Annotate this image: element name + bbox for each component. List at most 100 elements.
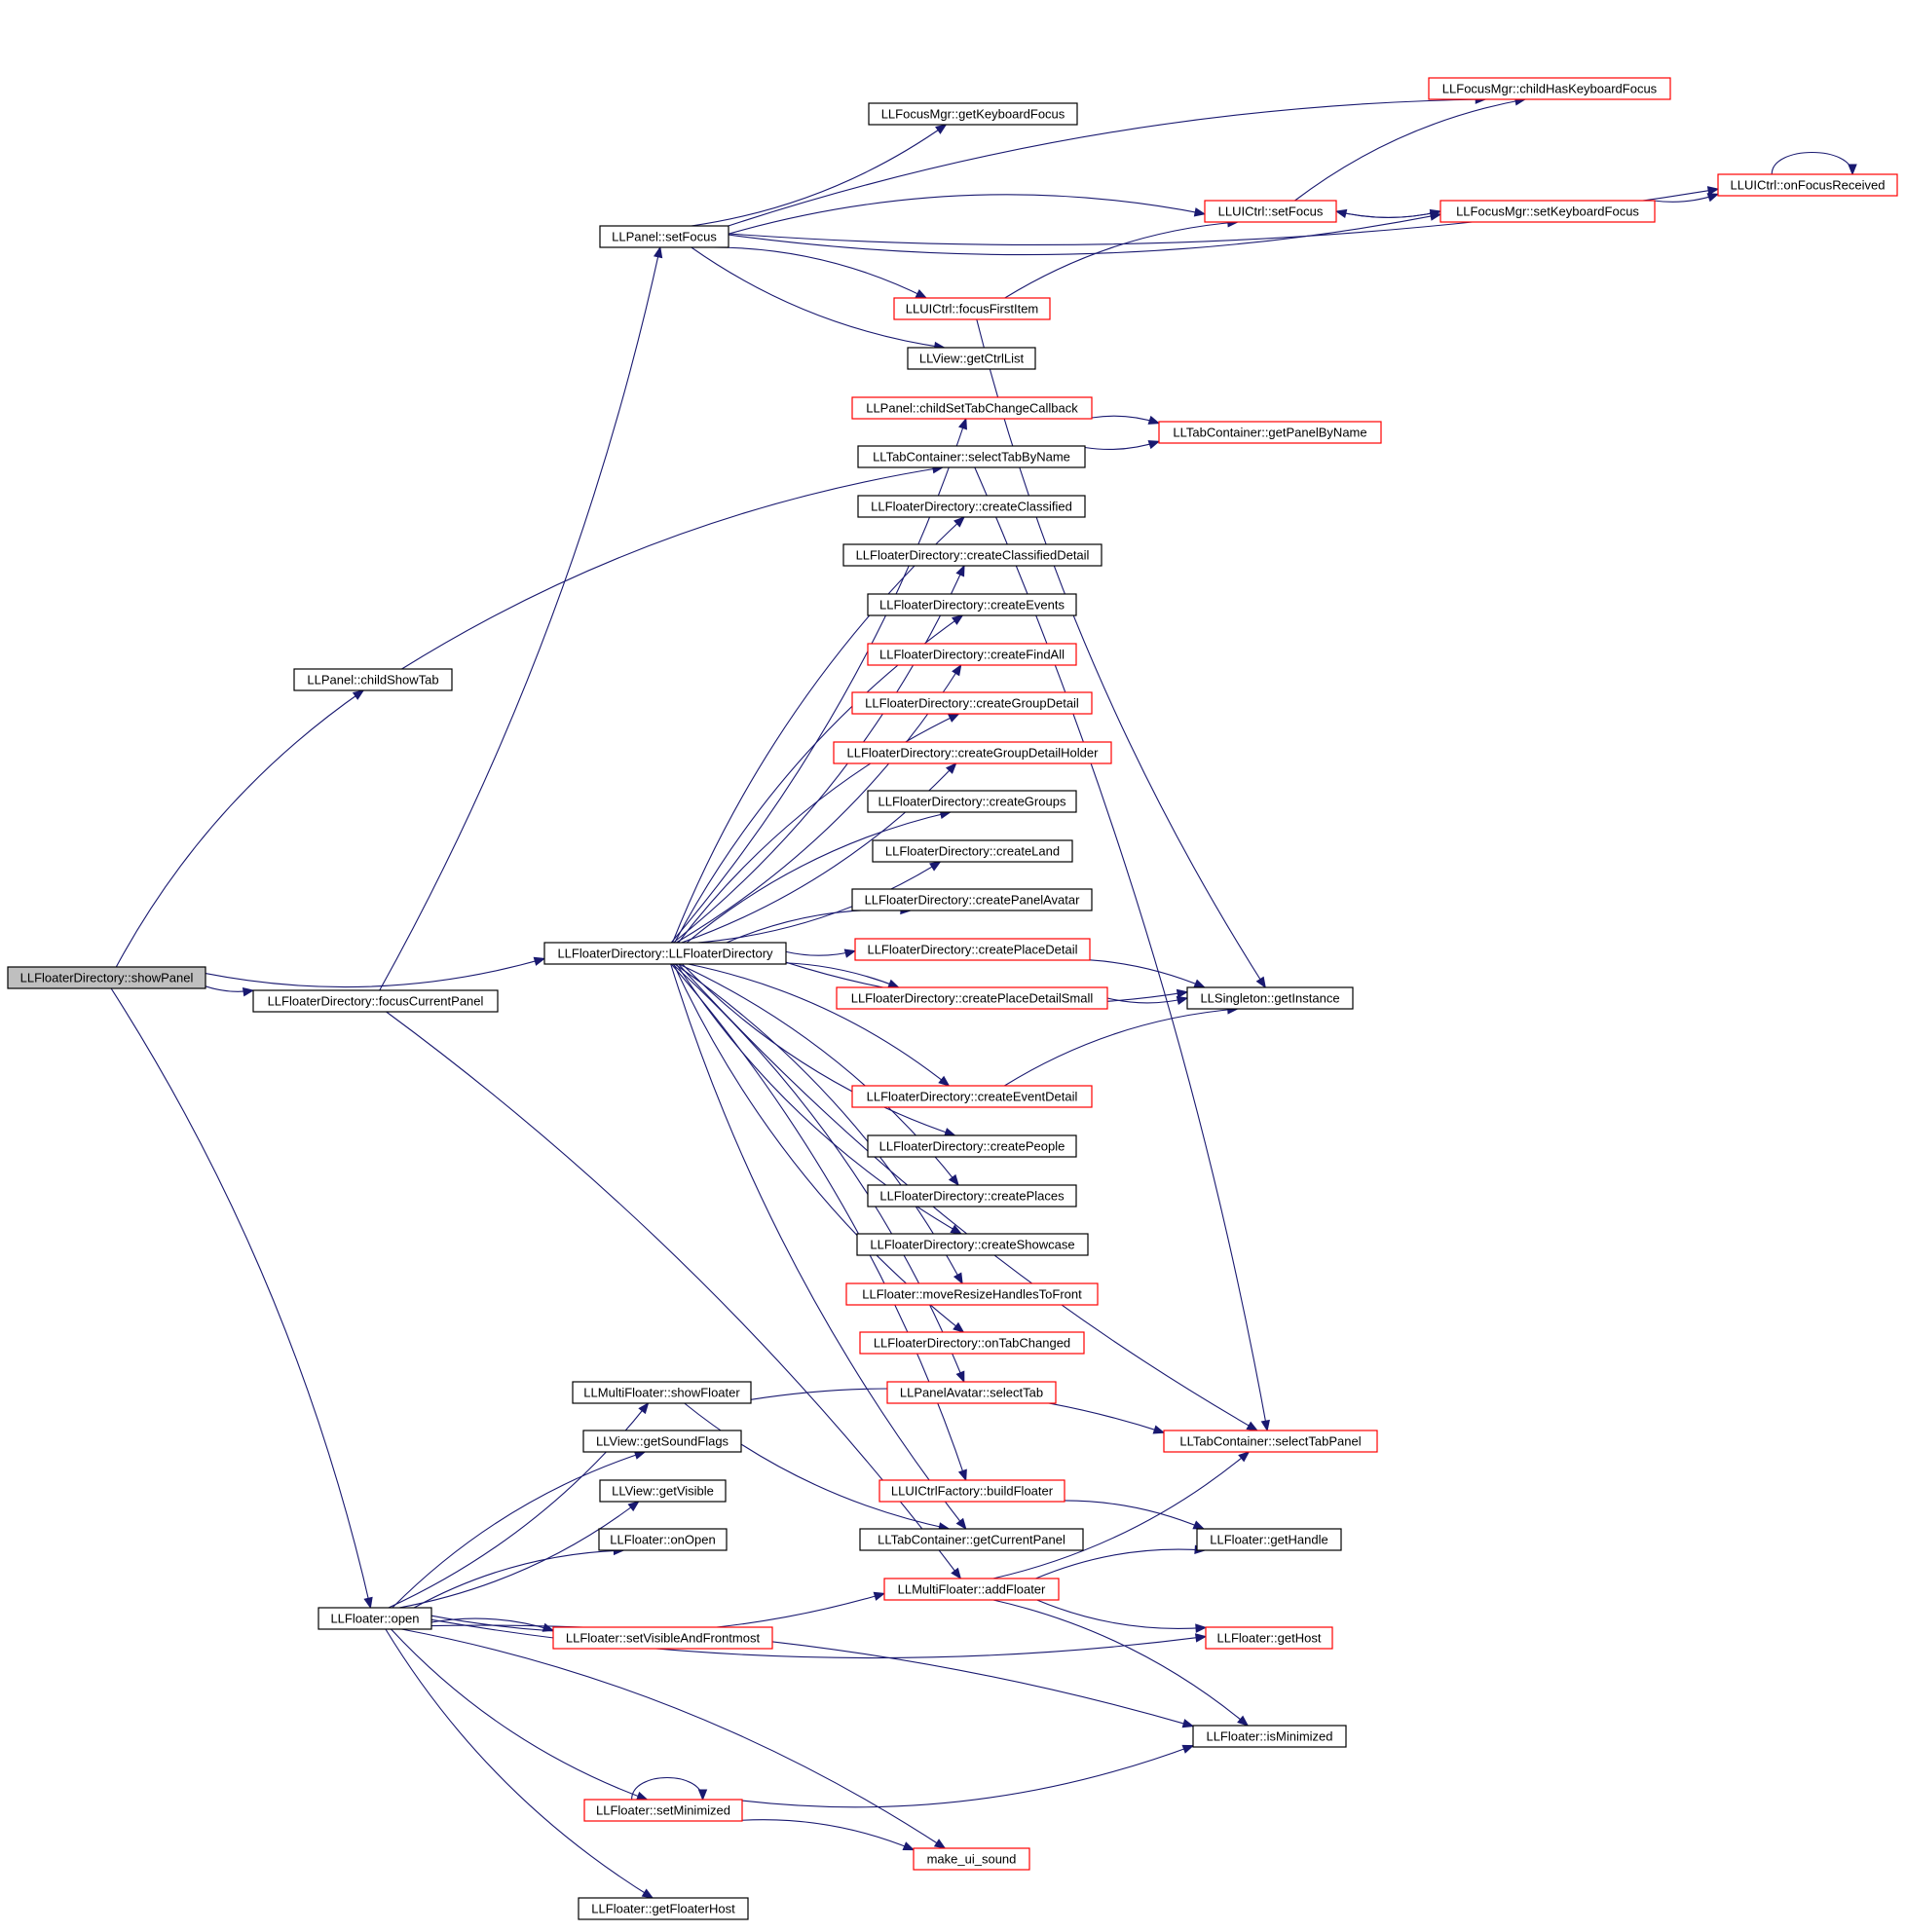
node-create-panel-avatar[interactable]: LLFloaterDirectory::createPanelAvatar	[851, 888, 1093, 911]
node-on-focus-received-box	[1717, 173, 1898, 197]
arrowhead-setKeyboardFocus-to-onFocusReceived	[1706, 193, 1720, 203]
arrowhead-open-to-showFloater	[638, 1401, 650, 1415]
node-child-set-tab-change-callback-label: LLPanel::childSetTabChangeCallback	[866, 401, 1078, 416]
node-ctor[interactable]: LLFloaterDirectory::LLFloaterDirectory	[543, 942, 787, 965]
node-create-groups[interactable]: LLFloaterDirectory::createGroups	[867, 790, 1077, 813]
arrowhead-ctor-to-createLand	[929, 861, 942, 872]
node-on-tab-changed[interactable]: LLFloaterDirectory::onTabChanged	[859, 1331, 1085, 1355]
node-get-ctrl-list[interactable]: LLView::getCtrlList	[907, 347, 1036, 370]
node-get-handle-label: LLFloater::getHandle	[1210, 1533, 1327, 1547]
edge-setFocus-to-getKeyboardFocus	[691, 124, 947, 227]
node-create-find-all[interactable]: LLFloaterDirectory::createFindAll	[867, 643, 1077, 666]
node-child-show-tab[interactable]: LLPanel::childShowTab	[293, 668, 453, 691]
node-ui-set-focus[interactable]: LLUICtrl::setFocus	[1204, 200, 1337, 223]
node-create-people[interactable]: LLFloaterDirectory::createPeople	[867, 1134, 1077, 1158]
node-on-open-label: LLFloater::onOpen	[610, 1533, 715, 1547]
node-add-floater[interactable]: LLMultiFloater::addFloater	[883, 1578, 1060, 1601]
node-show-floater-box	[572, 1381, 752, 1404]
node-create-people-label: LLFloaterDirectory::createPeople	[879, 1139, 1065, 1154]
node-create-group-detail-holder[interactable]: LLFloaterDirectory::createGroupDetailHol…	[833, 741, 1112, 764]
edge-buildFloater-to-getHandle	[1037, 1500, 1205, 1530]
node-show-panel-box	[7, 966, 206, 989]
node-select-tab[interactable]: LLPanelAvatar::selectTab	[886, 1381, 1057, 1404]
node-move-resize-handles-to-front-label: LLFloater::moveResizeHandlesToFront	[862, 1287, 1082, 1302]
node-create-place-detail-small[interactable]: LLFloaterDirectory::createPlaceDetailSma…	[836, 986, 1108, 1010]
edge-setFocus-to-focusFirstItem	[709, 246, 927, 299]
arrowhead-ctor-to-selectTab	[955, 1370, 965, 1384]
node-get-keyboard-focus[interactable]: LLFocusMgr::getKeyboardFocus	[868, 102, 1078, 126]
node-on-open[interactable]: LLFloater::onOpen	[598, 1528, 728, 1551]
node-set-minimized[interactable]: LLFloater::setMinimized	[583, 1799, 743, 1822]
arrowhead-ctor-to-getInstance	[1176, 988, 1189, 999]
node-get-instance-box	[1186, 986, 1354, 1010]
node-select-tab-panel[interactable]: LLTabContainer::selectTabPanel	[1163, 1430, 1378, 1453]
arrowhead-selectTabByName-to-selectTabPanel	[1260, 1419, 1270, 1432]
node-on-focus-received[interactable]: LLUICtrl::onFocusReceived	[1717, 173, 1898, 197]
arrowhead-ctor-to-onTabChanged	[953, 1321, 965, 1333]
edge-uiSetFocus-to-childHasKeyboardFocus	[1294, 98, 1526, 202]
node-create-events[interactable]: LLFloaterDirectory::createEvents	[867, 593, 1077, 616]
node-show-floater[interactable]: LLMultiFloater::showFloater	[572, 1381, 752, 1404]
node-get-instance-label: LLSingleton::getInstance	[1200, 991, 1339, 1006]
edge-open-to-isMinimized	[430, 1624, 1194, 1728]
node-create-land[interactable]: LLFloaterDirectory::createLand	[872, 839, 1073, 863]
node-is-minimized[interactable]: LLFloater::isMinimized	[1192, 1725, 1347, 1748]
node-set-focus[interactable]: LLPanel::setFocus	[599, 225, 729, 248]
node-create-showcase-box	[856, 1233, 1089, 1256]
node-select-tab-box	[886, 1381, 1057, 1404]
node-select-tab-by-name[interactable]: LLTabContainer::selectTabByName	[857, 445, 1086, 468]
node-create-classified[interactable]: LLFloaterDirectory::createClassified	[857, 495, 1086, 518]
edge-createPlaceDetail-to-getInstance	[1037, 958, 1206, 988]
node-create-events-box	[867, 593, 1077, 616]
edge-open-to-setVisibleAndFrontmost	[430, 1617, 554, 1631]
edge-open-to-getSoundFlags	[392, 1451, 646, 1609]
node-create-classified-detail[interactable]: LLFloaterDirectory::createClassifiedDeta…	[842, 543, 1102, 567]
edge-ctor-to-createPanelAvatar	[726, 909, 912, 944]
node-get-host-label: LLFloater::getHost	[1217, 1631, 1322, 1646]
arrowhead-childSetTabChangeCallback-to-getPanelByName	[1147, 415, 1161, 425]
node-create-event-detail[interactable]: LLFloaterDirectory::createEventDetail	[851, 1085, 1093, 1108]
edge-open-to-getHost	[430, 1618, 1207, 1659]
node-set-keyboard-focus[interactable]: LLFocusMgr::setKeyboardFocus	[1439, 200, 1656, 223]
node-set-visible-and-frontmost[interactable]: LLFloater::setVisibleAndFrontmost	[552, 1626, 773, 1650]
node-get-panel-by-name[interactable]: LLTabContainer::getPanelByName	[1158, 421, 1382, 444]
node-focus-first-item[interactable]: LLUICtrl::focusFirstItem	[893, 297, 1051, 320]
node-build-floater[interactable]: LLUICtrlFactory::buildFloater	[878, 1479, 1065, 1503]
node-make-ui-sound[interactable]: make_ui_sound	[913, 1847, 1030, 1871]
node-select-tab-by-name-box	[857, 445, 1086, 468]
node-create-showcase-label: LLFloaterDirectory::createShowcase	[870, 1238, 1074, 1252]
node-get-host[interactable]: LLFloater::getHost	[1205, 1626, 1333, 1650]
node-make-ui-sound-label: make_ui_sound	[927, 1852, 1017, 1867]
node-create-find-all-label: LLFloaterDirectory::createFindAll	[879, 648, 1065, 662]
node-get-sound-flags[interactable]: LLView::getSoundFlags	[582, 1430, 742, 1453]
node-ui-set-focus-label: LLUICtrl::setFocus	[1218, 204, 1324, 219]
arrowhead-ctor-to-getCurrentPanel	[955, 1517, 967, 1531]
node-show-panel[interactable]: LLFloaterDirectory::showPanel	[7, 966, 206, 989]
node-get-handle[interactable]: LLFloater::getHandle	[1196, 1528, 1342, 1551]
node-focus-current-panel[interactable]: LLFloaterDirectory::focusCurrentPanel	[252, 989, 499, 1013]
node-create-places[interactable]: LLFloaterDirectory::createPlaces	[867, 1184, 1077, 1208]
arrowhead-open-to-getHost	[1194, 1633, 1208, 1643]
arrowhead-open-to-isMinimized	[1181, 1719, 1195, 1728]
node-create-group-detail[interactable]: LLFloaterDirectory::createGroupDetail	[851, 691, 1093, 715]
node-move-resize-handles-to-front[interactable]: LLFloater::moveResizeHandlesToFront	[845, 1282, 1099, 1306]
node-create-classified-box	[857, 495, 1086, 518]
node-open[interactable]: LLFloater::open	[318, 1607, 432, 1630]
node-get-host-box	[1205, 1626, 1333, 1650]
node-child-set-tab-change-callback[interactable]: LLPanel::childSetTabChangeCallback	[851, 396, 1093, 420]
node-get-keyboard-focus-label: LLFocusMgr::getKeyboardFocus	[881, 107, 1065, 122]
node-get-floater-host[interactable]: LLFloater::getFloaterHost	[578, 1897, 749, 1920]
node-get-instance[interactable]: LLSingleton::getInstance	[1186, 986, 1354, 1010]
arrowhead-open-to-getVisible	[627, 1501, 640, 1512]
node-create-place-detail[interactable]: LLFloaterDirectory::createPlaceDetail	[854, 938, 1091, 961]
node-is-minimized-label: LLFloater::isMinimized	[1206, 1729, 1332, 1744]
node-create-showcase[interactable]: LLFloaterDirectory::createShowcase	[856, 1233, 1089, 1256]
node-get-current-panel[interactable]: LLTabContainer::getCurrentPanel	[859, 1528, 1084, 1551]
node-build-floater-box	[878, 1479, 1065, 1503]
node-child-has-keyboard-focus[interactable]: LLFocusMgr::childHasKeyboardFocus	[1428, 77, 1671, 100]
arrowhead-open-to-make_ui_sound	[933, 1839, 947, 1849]
edge-addFloater-to-isMinimized	[992, 1599, 1249, 1727]
edge-ctor-to-createClassifiedDetail	[673, 565, 965, 944]
edge-setFocus-to-getCtrlList	[691, 246, 945, 349]
node-get-visible[interactable]: LLView::getVisible	[599, 1479, 727, 1503]
